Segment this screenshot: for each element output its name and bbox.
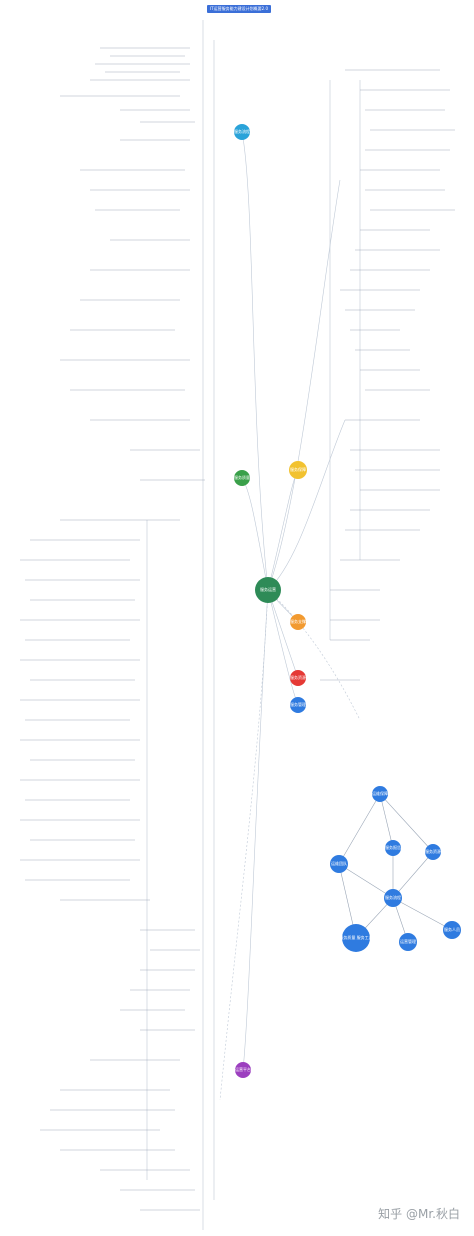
- cluster-node-c2-circle: [330, 855, 348, 873]
- branch-node-b1-label: 服务流程: [234, 128, 250, 134]
- cluster-node-c7-circle: [399, 933, 417, 951]
- branch-node-b3[interactable]: 服务保障: [289, 461, 307, 479]
- center-node-circle: [255, 577, 281, 603]
- branch-node-b1[interactable]: 服务流程: [234, 124, 250, 140]
- watermark: 知乎 @Mr.秋白: [378, 1207, 460, 1221]
- cluster-node-c3-label: 服务报告: [385, 844, 401, 850]
- cluster-node-c1-circle: [372, 786, 388, 802]
- branch-node-b7-label: 运营平台: [235, 1066, 251, 1072]
- cluster-node-c7[interactable]: 运营管理: [399, 933, 417, 951]
- cluster-node-c8[interactable]: 服务人员: [443, 921, 461, 939]
- cluster-node-c6-circle: [342, 924, 370, 952]
- branch-node-b3-label: 服务保障: [290, 466, 306, 472]
- branch-node-b5-label: 服务资源: [290, 674, 306, 680]
- branch-node-b4[interactable]: 服务支撑: [290, 614, 306, 630]
- cluster-node-c4-circle: [425, 844, 441, 860]
- branch-node-b2[interactable]: 服务质量: [234, 470, 250, 486]
- branch-node-b3-circle: [289, 461, 307, 479]
- right-outline-rows: [320, 69, 455, 681]
- center-node[interactable]: 服务运营: [255, 577, 281, 603]
- left-outline-rows: [20, 47, 205, 1211]
- connector-lines: [146, 20, 361, 1230]
- branch-node-b2-circle: [234, 470, 250, 486]
- cluster-node-c2-label: 运维团队: [331, 860, 347, 866]
- cluster-node-c8-circle: [443, 921, 461, 939]
- branch-node-b6-label: 服务管理: [290, 701, 306, 707]
- branch-node-b5-circle: [290, 670, 306, 686]
- branch-node-b4-circle: [290, 614, 306, 630]
- cluster-node-c3-circle: [385, 840, 401, 856]
- cluster-node-c4-label: 服务资源: [425, 848, 441, 854]
- cluster-node-c5-label: 服务流程: [385, 894, 401, 900]
- cluster-node-c1[interactable]: 运维保障: [372, 786, 388, 802]
- cluster-node-c5[interactable]: 服务流程: [384, 889, 402, 907]
- branch-node-b6-circle: [290, 697, 306, 713]
- branch-node-b1-circle: [234, 124, 250, 140]
- branch-node-b5[interactable]: 服务资源: [290, 670, 306, 686]
- cluster-edges: [338, 793, 453, 943]
- cluster-node-c4[interactable]: 服务资源: [425, 844, 441, 860]
- diagram-title: IT运营服务能力建设计划概要2.0: [207, 5, 271, 13]
- branch-node-b7-circle: [235, 1062, 251, 1078]
- branch-node-b4-label: 服务支撑: [290, 618, 306, 624]
- branch-node-b6[interactable]: 服务管理: [290, 697, 306, 713]
- cluster-node-c6[interactable]: 服务质量 服务工具: [339, 924, 373, 952]
- cluster-node-c3[interactable]: 服务报告: [385, 840, 401, 856]
- cluster-node-c1-label: 运维保障: [372, 790, 388, 796]
- cluster-node-c6-label: 服务质量 服务工具: [339, 934, 372, 940]
- branch-node-b7[interactable]: 运营平台: [235, 1062, 251, 1078]
- branch-node-b2-label: 服务质量: [234, 474, 250, 480]
- cluster-node-c2[interactable]: 运维团队: [330, 855, 348, 873]
- cluster-node-c7-label: 运营管理: [400, 938, 416, 944]
- center-node-label: 服务运营: [260, 586, 276, 592]
- cluster-node-c8-label: 服务人员: [444, 926, 460, 932]
- cluster-node-c5-circle: [384, 889, 402, 907]
